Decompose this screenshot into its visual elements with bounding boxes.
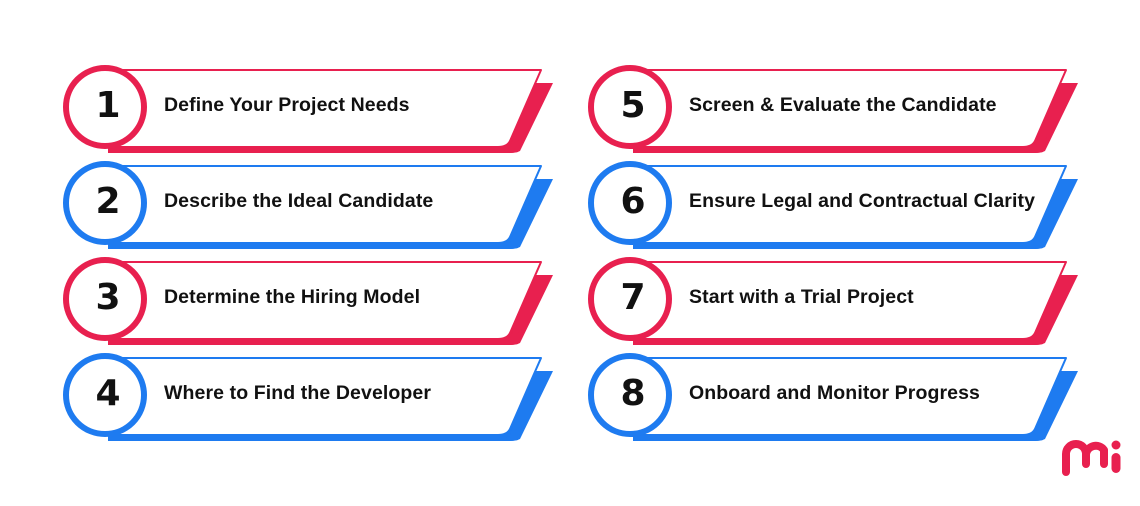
step-1: 1 Define Your Project Needs [58,59,578,155]
step-4: 4 Where to Find the Developer [58,347,578,443]
card-shape [588,65,1078,153]
step-5: 5 Screen & Evaluate the Candidate [583,59,1103,155]
card-shape [63,257,553,345]
step-label: Describe the Ideal Candidate [164,190,434,212]
card-shape [588,161,1078,249]
step-label: Define Your Project Needs [164,94,410,116]
step-2: 2 Describe the Ideal Candidate [58,155,578,251]
card-shape [63,353,553,441]
step-label: Where to Find the Developer [164,382,432,404]
card-shape [63,65,553,153]
step-number: 6 [620,180,646,222]
step-7: 7 Start with a Trial Project [583,251,1103,347]
step-label: Ensure Legal and Contractual Clarity [689,190,1036,212]
card-shape [588,257,1078,345]
step-number: 3 [95,276,121,318]
step-3: 3 Determine the Hiring Model [58,251,578,347]
step-number: 4 [95,372,121,414]
card-shape [63,161,553,249]
step-6: 6 Ensure Legal and Contractual Clarity [583,155,1103,251]
card-shape [588,353,1078,441]
mi-brand-logo-icon [1062,440,1121,476]
step-number: 1 [95,84,121,126]
step-number: 2 [95,180,121,222]
step-number: 7 [620,276,646,318]
step-label: Screen & Evaluate the Candidate [689,94,997,116]
step-label: Determine the Hiring Model [164,286,421,308]
step-label: Start with a Trial Project [689,286,914,308]
step-label: Onboard and Monitor Progress [689,382,980,404]
step-number: 5 [620,84,646,126]
step-number: 8 [620,372,646,414]
step-8: 8 Onboard and Monitor Progress [583,347,1103,443]
